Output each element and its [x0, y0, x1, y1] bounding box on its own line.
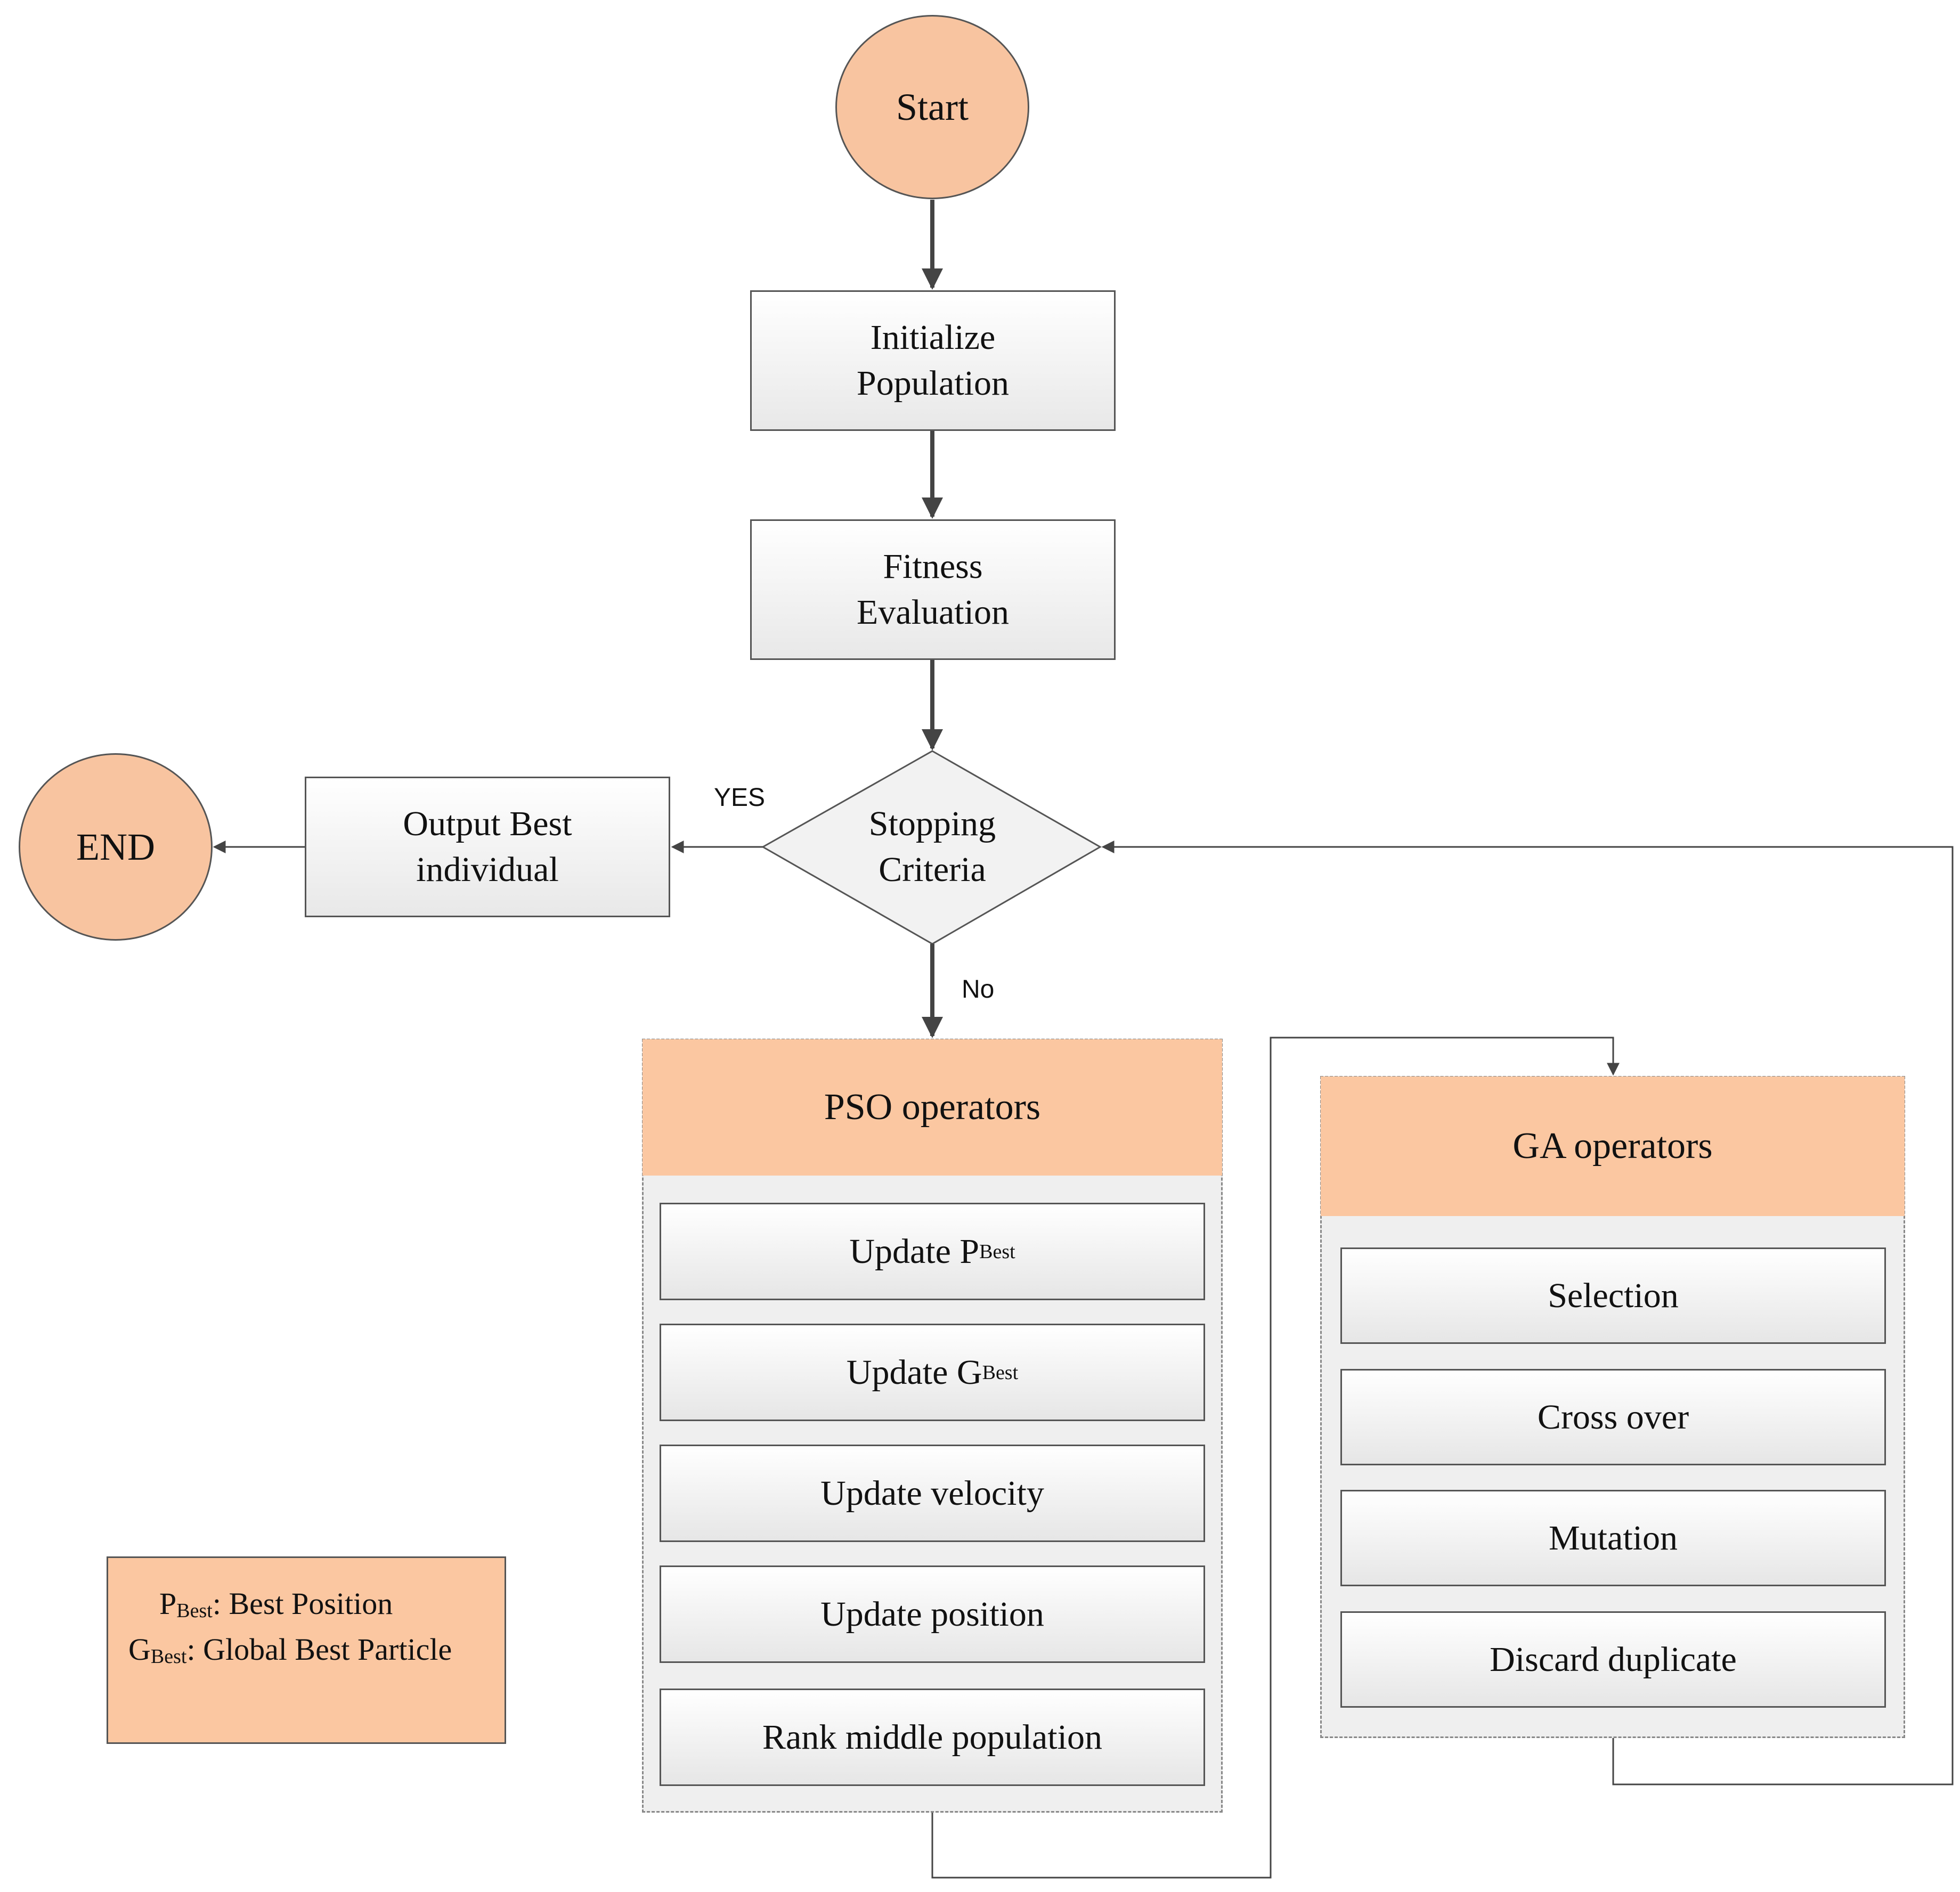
- update-pbest-subscript: Best: [979, 1240, 1015, 1263]
- yes-label: YES: [714, 784, 766, 812]
- rank-middle-population-step: Rank middle population: [660, 1689, 1205, 1786]
- output-best-individual-box: Output Best individual: [305, 777, 670, 917]
- ga-operators-header: GA operators: [1321, 1077, 1905, 1216]
- update-pbest-label: Update P: [849, 1232, 980, 1271]
- arrow-ga-to-stopping: [1101, 841, 1954, 1785]
- legend-pbest-subscript: Best: [176, 1600, 213, 1622]
- start-node: Start: [835, 15, 1029, 199]
- fitness-evaluation-box: Fitness Evaluation: [750, 519, 1116, 660]
- legend-box: PBest: Best Position GBest: Global Best …: [107, 1556, 506, 1744]
- legend-gbest-subscript: Best: [150, 1645, 187, 1668]
- end-node: END: [19, 753, 213, 941]
- update-velocity-step: Update velocity: [660, 1445, 1205, 1542]
- legend-gbest-text: : Global Best Particle: [186, 1632, 452, 1667]
- legend-gbest-letter: G: [128, 1632, 151, 1667]
- legend-pbest-letter: P: [159, 1586, 177, 1621]
- initialize-population-box: Initialize Population: [750, 290, 1116, 431]
- legend-gbest-row: GBest: Global Best Particle: [128, 1632, 452, 1668]
- no-label: No: [962, 975, 995, 1004]
- update-gbest-label: Update G: [846, 1352, 982, 1392]
- legend-pbest-row: PBest: Best Position: [159, 1586, 393, 1622]
- mutation-step: Mutation: [1340, 1490, 1886, 1586]
- stopping-criteria-label: Stopping Criteria: [868, 804, 996, 889]
- update-position-step: Update position: [660, 1565, 1205, 1663]
- arrow-pso-to-ga: [931, 1037, 1620, 1879]
- update-gbest-subscript: Best: [982, 1361, 1019, 1384]
- crossover-step: Cross over: [1340, 1369, 1886, 1465]
- selection-step: Selection: [1340, 1247, 1886, 1344]
- discard-duplicate-step: Discard duplicate: [1340, 1611, 1886, 1708]
- pso-operators-header: PSO operators: [643, 1039, 1222, 1176]
- legend-pbest-text: : Best Position: [212, 1586, 393, 1621]
